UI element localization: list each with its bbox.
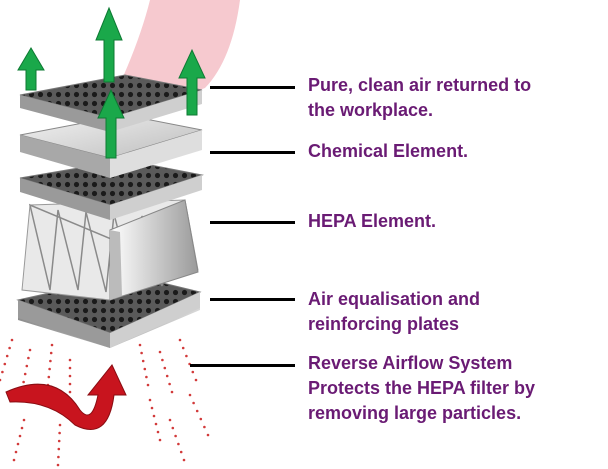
up-arrow-icon <box>178 48 206 116</box>
particle-dot <box>150 406 154 410</box>
particle-dot <box>14 450 18 454</box>
particle-dot <box>18 434 22 438</box>
up-arrow-icon <box>95 6 123 83</box>
leader-line-clean-air <box>210 86 295 89</box>
particle-dot <box>138 343 142 347</box>
particle-dot <box>178 338 182 342</box>
particle-dot <box>68 390 72 394</box>
particle-dot <box>49 351 53 355</box>
particle-dot <box>47 375 51 379</box>
particle-dot <box>141 359 145 363</box>
particle-dot <box>140 351 143 355</box>
particle-dot <box>191 370 195 374</box>
particle-dot <box>195 409 199 413</box>
particle-dot <box>194 378 198 382</box>
particle-dot <box>156 430 160 434</box>
particle-dot <box>23 372 27 376</box>
particle-dot <box>174 434 177 438</box>
up-arrow-icon <box>17 47 45 91</box>
particle-dot <box>0 378 2 382</box>
particle-dot <box>154 422 158 426</box>
particle-dot <box>68 382 72 386</box>
particle-dot <box>49 359 52 363</box>
leader-line-plates <box>210 298 295 301</box>
particle-dot <box>152 414 156 418</box>
label-hepa-element: HEPA Element. <box>308 211 437 231</box>
particle-dot <box>185 354 188 358</box>
particle-dot <box>158 350 162 354</box>
particle-dot <box>22 380 25 384</box>
outflow-plume <box>118 0 240 94</box>
particle-dot <box>8 346 11 350</box>
particle-dot <box>182 458 186 462</box>
particle-dot <box>168 418 172 422</box>
hepa-element <box>21 199 199 301</box>
particle-dot <box>27 356 30 360</box>
particle-dot <box>3 362 7 366</box>
particle-dot <box>22 418 26 422</box>
particle-dot <box>179 450 183 454</box>
particle-dot <box>56 463 60 467</box>
particle-dot <box>48 367 51 371</box>
bottom-reinforcing-plate <box>16 274 202 348</box>
particle-dot <box>161 358 164 362</box>
particle-dot <box>58 431 61 435</box>
particle-dot <box>10 338 14 342</box>
particle-dot <box>1 370 4 374</box>
particle-dot <box>158 438 162 442</box>
particle-dot <box>68 374 72 378</box>
leader-line-reverse <box>190 364 295 367</box>
up-arrow-icon <box>97 88 125 159</box>
incoming-particles <box>0 338 210 467</box>
particle-dot <box>25 364 29 368</box>
particle-dot <box>20 426 24 430</box>
particle-dot <box>181 346 185 350</box>
middle-reinforcing-plate <box>19 159 204 220</box>
leader-line-chemical <box>210 151 295 154</box>
particle-dot <box>57 455 60 459</box>
particle-dot <box>188 393 192 397</box>
particle-dot <box>165 374 169 378</box>
particle-dot <box>163 366 167 370</box>
label-chemical-element: Chemical Element. <box>308 141 469 161</box>
leader-line-hepa <box>210 221 295 224</box>
label-reverse-airflow: Reverse Airflow System Protects the HEPA… <box>308 353 536 423</box>
particle-dot <box>58 423 62 427</box>
particle-dot <box>68 366 72 370</box>
particle-dot <box>57 439 61 443</box>
particle-dot <box>68 358 72 362</box>
particle-dot <box>12 458 16 462</box>
particle-dot <box>168 382 171 386</box>
particle-dot <box>57 447 61 451</box>
particle-dot <box>145 375 148 379</box>
reverse-airflow-arrow <box>5 364 127 430</box>
particle-dot <box>148 398 152 402</box>
label-reinforcing-plates: Air equalisation and reinforcing plates <box>308 289 481 334</box>
particle-dot <box>16 442 20 446</box>
particle-dot <box>177 442 180 446</box>
label-clean-air: Pure, clean air returned to the workplac… <box>308 75 532 120</box>
particle-dot <box>170 390 174 394</box>
particle-dot <box>199 417 203 421</box>
particle-dot <box>171 426 175 430</box>
particle-dot <box>143 367 147 371</box>
clean-air-arrows <box>17 6 206 159</box>
particle-dot <box>50 343 54 347</box>
particle-dot <box>206 433 210 437</box>
particle-dot <box>28 348 32 352</box>
particle-dot <box>203 425 206 429</box>
particle-dot <box>5 354 9 358</box>
particle-dot <box>192 401 195 405</box>
particle-dot <box>146 383 150 387</box>
